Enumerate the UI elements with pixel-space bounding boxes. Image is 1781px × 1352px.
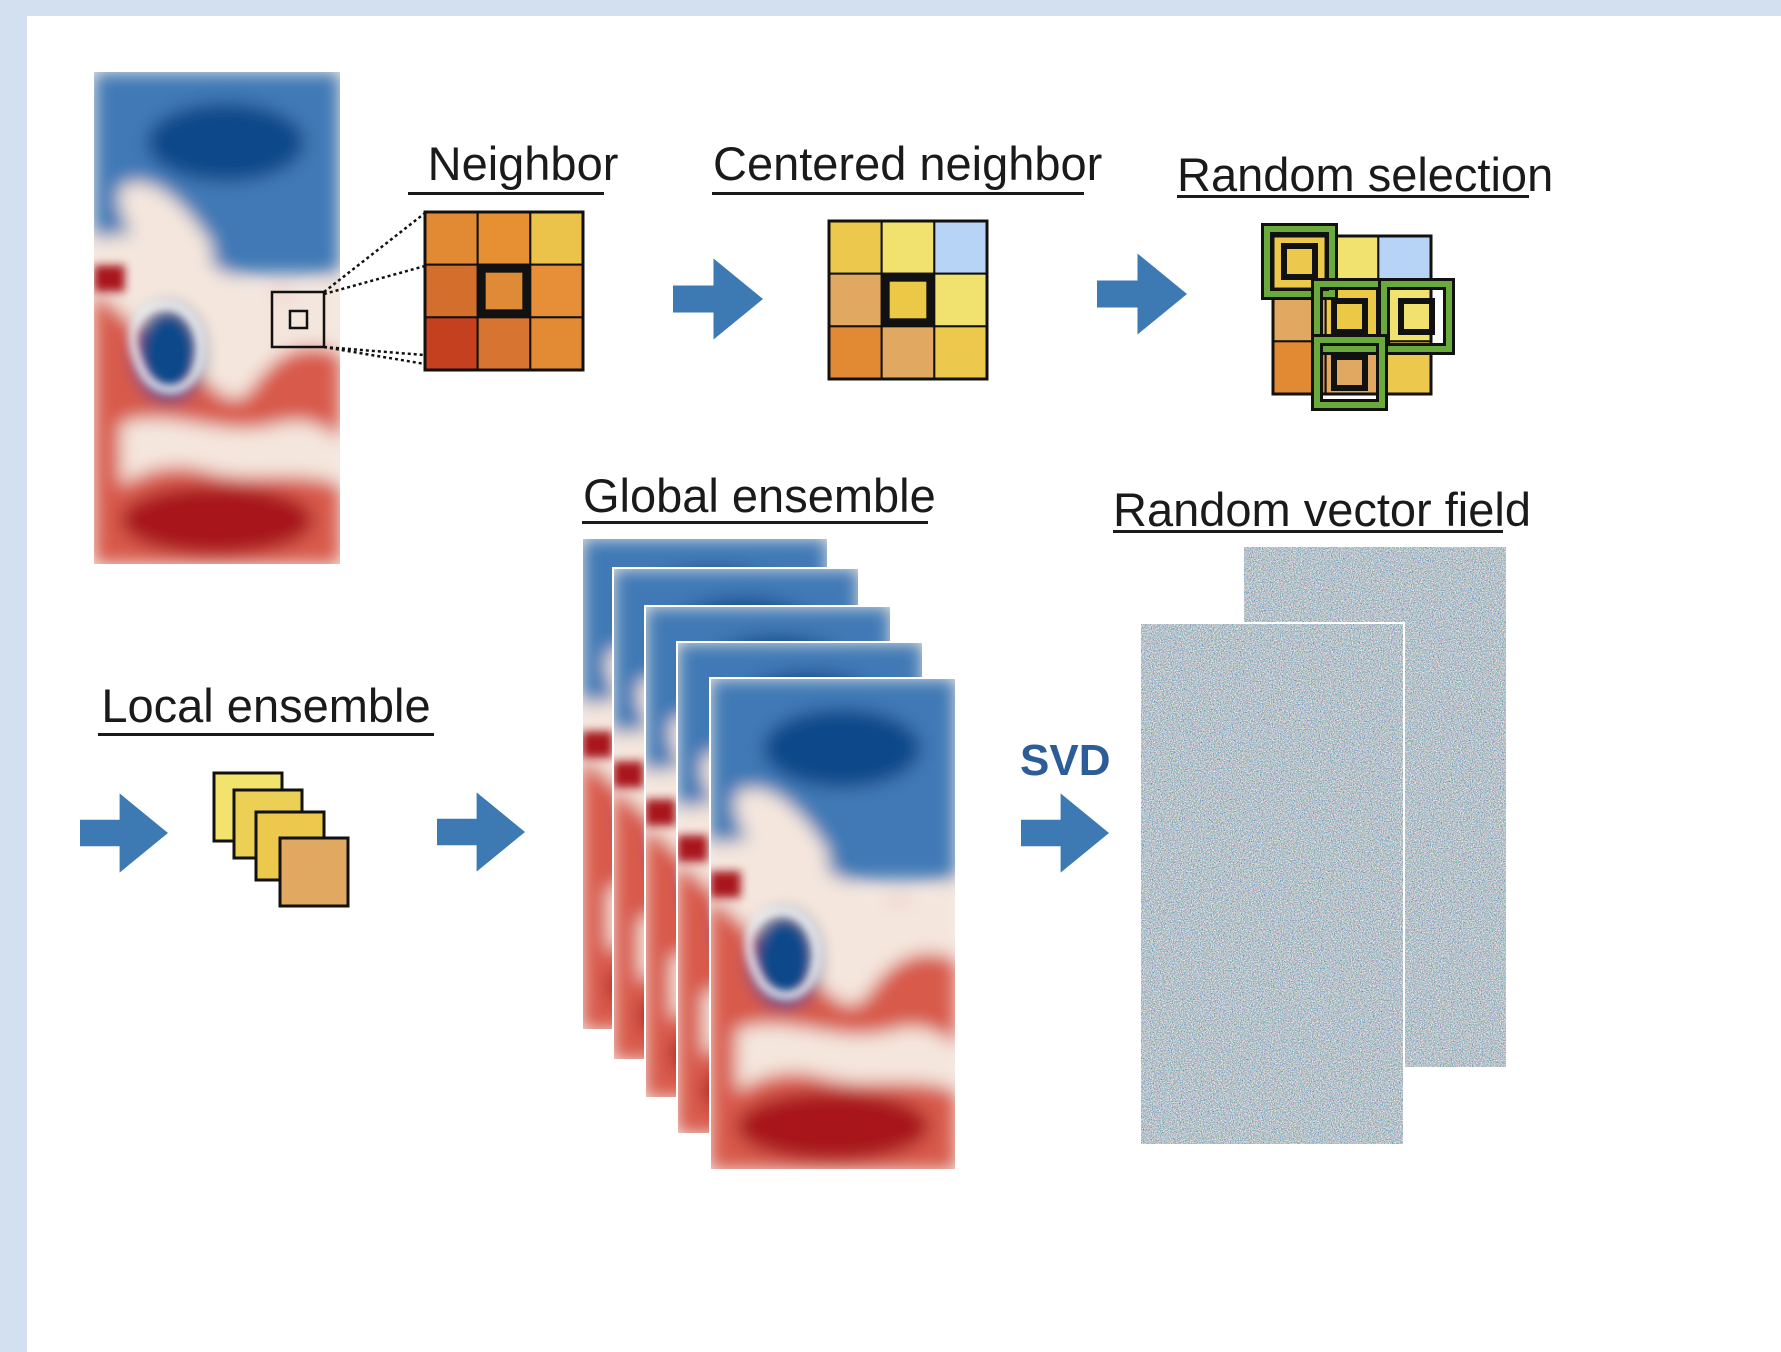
local-ensemble-title: Local ensemble — [101, 679, 431, 732]
random-vector-field-title-underline — [1113, 530, 1503, 533]
neighbor-grid-cell — [424, 211, 479, 266]
flow-arrow-3 — [80, 793, 168, 873]
centered-neighbor-grid-cell — [933, 325, 988, 381]
centered-neighbor-grid-cell — [828, 220, 883, 275]
source-flow-field-image — [94, 72, 340, 564]
centered-neighbor-grid-cell — [828, 272, 883, 328]
selection-box-green — [1381, 281, 1452, 352]
centered-neighbor-title-underline — [712, 192, 1084, 195]
global-ensemble-title-underline — [582, 521, 928, 524]
centered-neighbor-grid-cell — [828, 325, 883, 381]
global-ensemble-title: Global ensemble — [583, 469, 936, 522]
svd-label: SVD — [1020, 736, 1111, 785]
random-selection-title: Random selection — [1177, 148, 1554, 201]
random-vector-field-front-border — [1139, 622, 1405, 1146]
diagram-canvas: #ff-bg { fill: #f5ece6; } .ff-blue { fil… — [27, 16, 1781, 1352]
centered-neighbor-grid-cell — [933, 220, 988, 275]
centered-neighbor-grid-cell — [880, 220, 936, 275]
centered-neighbor-grid-cell — [880, 272, 936, 328]
neighbor-grid-cell — [476, 316, 532, 372]
diagram-svg: #ff-bg { fill: #f5ece6; } .ff-blue { fil… — [80, 16, 1508, 1171]
centered-neighbor-grid-cell — [880, 325, 936, 381]
neighbor-grid-cell — [529, 316, 585, 372]
selection-box-green — [1314, 337, 1385, 408]
flow-arrow-svd — [1021, 793, 1109, 873]
global-ensemble-field-5-border — [709, 677, 957, 1171]
random-vector-field-front-noise-blue — [1140, 623, 1404, 1145]
random-selection-title-underline — [1177, 195, 1529, 198]
centered-neighbor-grid-center-highlight — [881, 273, 935, 327]
flow-arrow-2 — [1097, 253, 1187, 335]
global-ensemble-field-5 — [709, 677, 957, 1171]
neighbor-grid-cell — [424, 263, 479, 319]
centered-neighbor-title: Centered neighbor — [713, 137, 1103, 190]
random-selection-grid — [1261, 223, 1455, 411]
random-vector-field-front — [1139, 622, 1405, 1146]
centered-neighbor-grid-frame — [827, 219, 989, 381]
neighbor-grid — [423, 210, 585, 372]
zoom-connector-line — [323, 345, 588, 370]
neighbor-grid-frame — [423, 210, 585, 372]
flow-arrow-1 — [673, 258, 763, 340]
neighbor-title-underline — [408, 192, 604, 195]
centered-neighbor-grid — [827, 219, 989, 381]
selection-box-inner — [1398, 298, 1435, 335]
source-flow-field — [94, 72, 340, 564]
selection-box-inner — [1281, 243, 1318, 280]
random-vector-field-title: Random vector field — [1113, 483, 1531, 536]
selection-box-green — [1264, 226, 1335, 297]
neighbor-grid-cell — [424, 316, 479, 372]
zoom-box-outer — [270, 290, 326, 349]
neighbor-grid-cell — [476, 211, 532, 266]
local-ensemble-title-underline — [98, 733, 434, 736]
selection-box-inner — [1331, 298, 1368, 335]
selection-box-inner — [1331, 354, 1368, 391]
zoom-connector-line — [323, 345, 426, 366]
neighbor-grid-center-highlight — [477, 264, 531, 318]
global-ensemble-field-5-image — [710, 678, 956, 1170]
zoom-box-inner — [288, 309, 309, 330]
neighbor-grid-cell — [529, 211, 585, 266]
local-ensemble-square — [278, 836, 350, 908]
neighbor-grid-cell — [529, 263, 585, 319]
flow-arrow-4 — [437, 792, 525, 872]
neighbor-title: Neighbor — [427, 137, 619, 190]
centered-neighbor-grid-cell — [933, 272, 988, 328]
